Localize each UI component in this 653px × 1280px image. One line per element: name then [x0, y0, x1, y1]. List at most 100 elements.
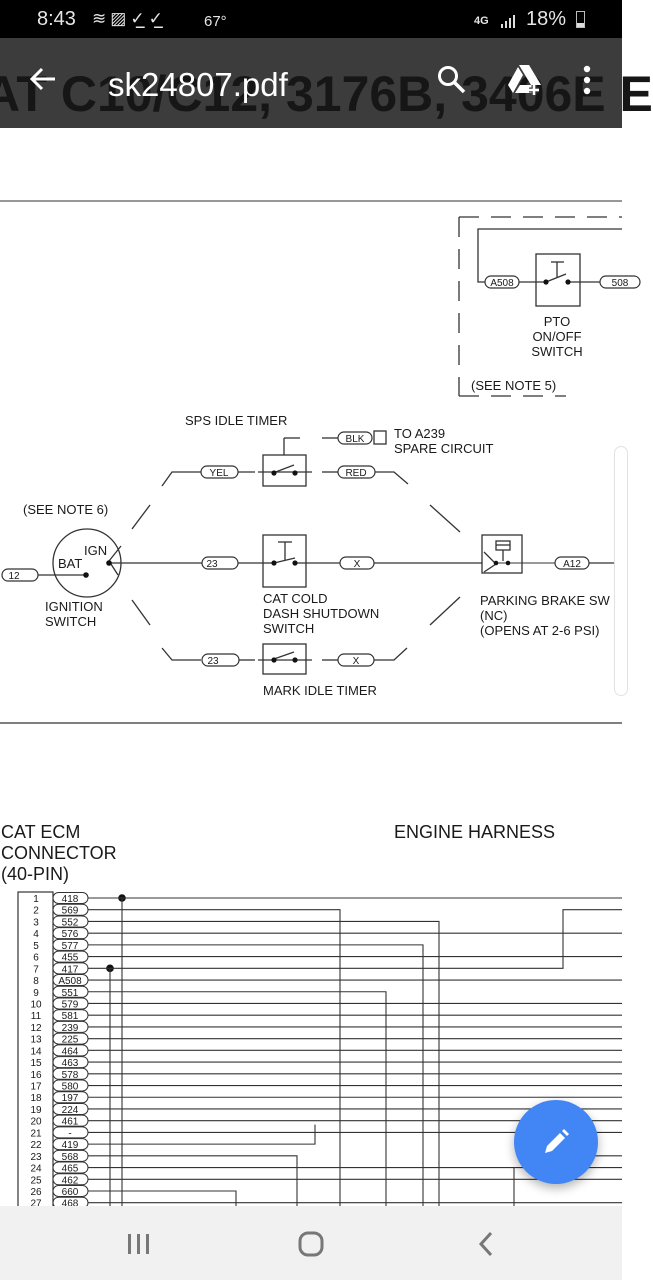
more-vert-icon	[583, 65, 591, 95]
pin-number: 1	[33, 894, 39, 905]
ecm-titles: CAT ECM CONNECTOR (40-PIN) ENGINE HARNES…	[1, 822, 555, 884]
pin-wire-label: 225	[62, 1035, 79, 1046]
nav-back-button[interactable]	[456, 1224, 516, 1264]
pin-wire-label: 224	[62, 1105, 79, 1116]
wire-label-23-mark: 23	[207, 656, 219, 667]
wiring-diagram: A508 508 BLK YEL RED 12 23 X A12 23 X PT…	[0, 200, 641, 1223]
wire-tag-x	[339, 556, 375, 570]
search-icon	[438, 66, 466, 94]
drive-add-icon	[508, 65, 541, 95]
chevron-left-icon	[478, 1231, 493, 1257]
pin-number: 12	[30, 1023, 42, 1034]
pin-wire-label: 455	[62, 953, 79, 964]
wire-tag-23-mark	[201, 653, 240, 667]
spare-circuit-line1: TO A239	[394, 426, 445, 441]
back-button[interactable]	[24, 60, 62, 98]
pdf-page-view[interactable]: A508 508 BLK YEL RED 12 23 X A12 23 X PT…	[0, 128, 641, 1223]
pin-wire-label: 463	[62, 1058, 79, 1069]
wire-tag-x-mark	[337, 653, 375, 667]
wire-tag-23	[201, 556, 239, 570]
pin-number: 24	[30, 1164, 42, 1175]
mark-idle-switch-box	[262, 643, 307, 675]
pin-wire-label: 417	[62, 964, 79, 975]
pin-wire-label: 577	[62, 941, 79, 952]
wire-tag-labels: A508 508 BLK YEL RED 12 23 X A12 23 X	[8, 278, 628, 667]
network-type: 4G	[474, 15, 489, 27]
ecm-title-line1: CAT ECM	[1, 822, 80, 842]
wire-label-x-mark: X	[353, 656, 360, 667]
pin-number: 20	[30, 1117, 42, 1128]
pto-dashed-box	[458, 216, 622, 397]
status-time: 8:43	[37, 8, 76, 30]
wire-tag-blk	[337, 431, 373, 445]
pin-number: 22	[30, 1140, 42, 1151]
ignition-label-line1: IGNITION	[45, 599, 103, 614]
wire-label-x: X	[354, 559, 361, 570]
home-button[interactable]	[281, 1224, 341, 1264]
pin-wire-label: 580	[62, 1082, 79, 1093]
pin-number: 17	[30, 1082, 42, 1093]
file-title: sk24807.pdf	[108, 66, 288, 103]
pin-number: 26	[30, 1187, 42, 1198]
mark-idle-timer-label: MARK IDLE TIMER	[263, 683, 377, 698]
add-to-drive-button[interactable]	[505, 60, 545, 100]
more-options-button[interactable]	[575, 60, 599, 100]
image-icon: ▨	[110, 9, 131, 28]
pin-number: 2	[33, 906, 39, 917]
harness-wire-pin-26	[88, 1190, 237, 1210]
wire-label-12: 12	[8, 571, 20, 582]
wire-label-23: 23	[206, 559, 218, 570]
pin-wire-label: 239	[62, 1023, 79, 1034]
pin-number: 14	[30, 1046, 42, 1057]
search-button[interactable]	[432, 60, 472, 100]
pin-wire-label: 581	[62, 1011, 79, 1022]
edit-fab-button[interactable]	[514, 1100, 598, 1184]
pin-number: 23	[30, 1152, 42, 1163]
cat-cold-switch-box	[262, 534, 307, 588]
arrow-left-icon	[29, 67, 55, 91]
signal-icon	[500, 12, 518, 34]
wire-tag-12	[1, 568, 39, 582]
pto-label-line3: SWITCH	[531, 344, 582, 359]
wire-label-red: RED	[345, 468, 366, 479]
page-edge-handle[interactable]	[614, 446, 628, 696]
parking-brake-label-line1: PARKING BRAKE SW	[480, 593, 611, 608]
wire-tags	[1, 275, 641, 667]
status-bar: 8:43 ≋▨✓̲✓̲ 67° 4G 18%	[0, 0, 622, 38]
document-title-behind: AT C10/C12, 3176B, 3406E E	[0, 66, 653, 122]
pin-number: 3	[33, 917, 39, 928]
harness-wire-pin-3	[88, 920, 440, 1210]
pin-number: 9	[33, 988, 39, 999]
spare-circuit-terminal	[373, 430, 387, 445]
pin-number: 5	[33, 941, 39, 952]
harness-wire-pin-2	[88, 909, 341, 1210]
wire-tag-a12	[554, 556, 590, 570]
ecm-title-line3: (40-PIN)	[1, 864, 69, 884]
wire-tag-pto-in	[484, 275, 520, 289]
wire-tag-yel	[200, 465, 239, 479]
pin-number: 19	[30, 1105, 42, 1116]
pto-note: (SEE NOTE 5)	[471, 378, 556, 393]
pin-number: 10	[30, 999, 42, 1010]
pin-wire-label: 464	[62, 1046, 79, 1057]
wire-tag-pto-out	[599, 275, 641, 289]
parking-brake-label-line3: (OPENS AT 2-6 PSI)	[480, 623, 599, 638]
diagram-labels: PTO ON/OFF SWITCH (SEE NOTE 5) SPS IDLE …	[23, 314, 611, 698]
pin-wire-label: 579	[62, 999, 79, 1010]
pin-number: 25	[30, 1175, 42, 1186]
wifi-icon: ≋	[92, 9, 111, 28]
pin-wire-label: 551	[62, 988, 79, 999]
check-download-icon: ✓̲	[130, 9, 149, 28]
pin-wire-label: 418	[62, 894, 79, 905]
cat-cold-label-line3: SWITCH	[263, 621, 314, 636]
pin-number: 4	[33, 929, 39, 940]
recents-button[interactable]	[109, 1224, 169, 1264]
app-bar: AT C10/C12, 3176B, 3406E E sk24807.pdf	[0, 38, 653, 128]
spare-circuit-line2: SPARE CIRCUIT	[394, 441, 493, 456]
parking-brake-switch-box	[481, 534, 523, 574]
harness-wire-pin-5	[88, 944, 424, 1210]
pto-loop-wire	[477, 228, 622, 283]
pin-wire-label: 576	[62, 929, 79, 940]
wire-label-a12: A12	[563, 559, 581, 570]
pin-number: 11	[31, 1011, 42, 1022]
